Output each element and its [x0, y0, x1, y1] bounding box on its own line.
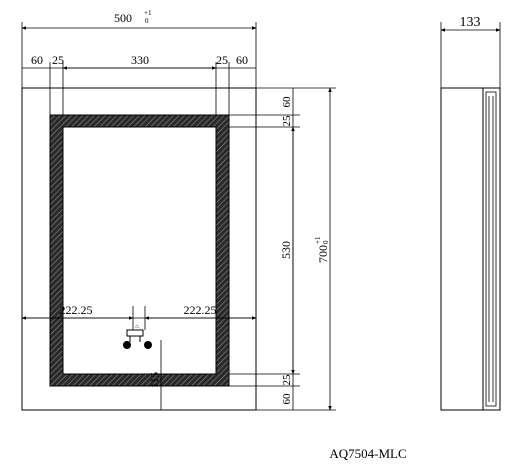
top-seg-5: 60	[236, 53, 248, 67]
model-code: AQ7504-MLC	[329, 446, 406, 461]
overall-width-tol-upper: +1	[144, 9, 152, 17]
switch-offset-dimensions	[21, 306, 257, 410]
right-bottom-margin-25: 25	[281, 374, 293, 386]
svg-text:⌂: ⌂	[135, 324, 139, 330]
side-view: 133	[440, 15, 501, 411]
switch-height-value: 115	[149, 371, 161, 388]
right-top-margin-60: 60	[281, 96, 293, 108]
switch-left-offset: 222.25	[60, 303, 93, 317]
top-dimensions	[21, 22, 257, 115]
switch-button-left	[123, 341, 131, 349]
overall-height-tol-upper: +1	[314, 236, 322, 244]
top-seg-1: 60	[31, 53, 43, 67]
top-seg-4: 25	[216, 53, 228, 67]
mirror-outer-outline	[21, 87, 257, 411]
top-seg-3: 330	[131, 53, 149, 67]
overall-height-tol-lower: 0	[322, 240, 330, 244]
touch-switch: ⌂	[123, 324, 152, 349]
led-frame-band	[50, 115, 229, 386]
led-frame-inner-edge	[62, 126, 217, 375]
overall-width-tol-lower: 0	[145, 17, 149, 25]
top-seg-2: 25	[52, 53, 64, 67]
right-dimensions	[229, 87, 336, 411]
switch-right-offset: 222.25	[184, 303, 217, 317]
side-mirror-edge	[485, 91, 497, 407]
inner-height-value: 530	[279, 241, 293, 259]
switch-button-right	[144, 341, 152, 349]
overall-height-value: 700	[316, 245, 330, 263]
side-body-outline	[440, 87, 501, 411]
led-frame-outer-edge	[49, 114, 230, 387]
right-bottom-margin-60: 60	[281, 393, 293, 405]
depth-value: 133	[460, 15, 481, 30]
right-top-margin-25: 25	[281, 115, 293, 127]
switch-bracket	[126, 329, 144, 337]
front-view: ⌂ 500 +1 0 60 25 330 25 60	[21, 9, 336, 411]
overall-width-value: 500	[114, 11, 132, 25]
